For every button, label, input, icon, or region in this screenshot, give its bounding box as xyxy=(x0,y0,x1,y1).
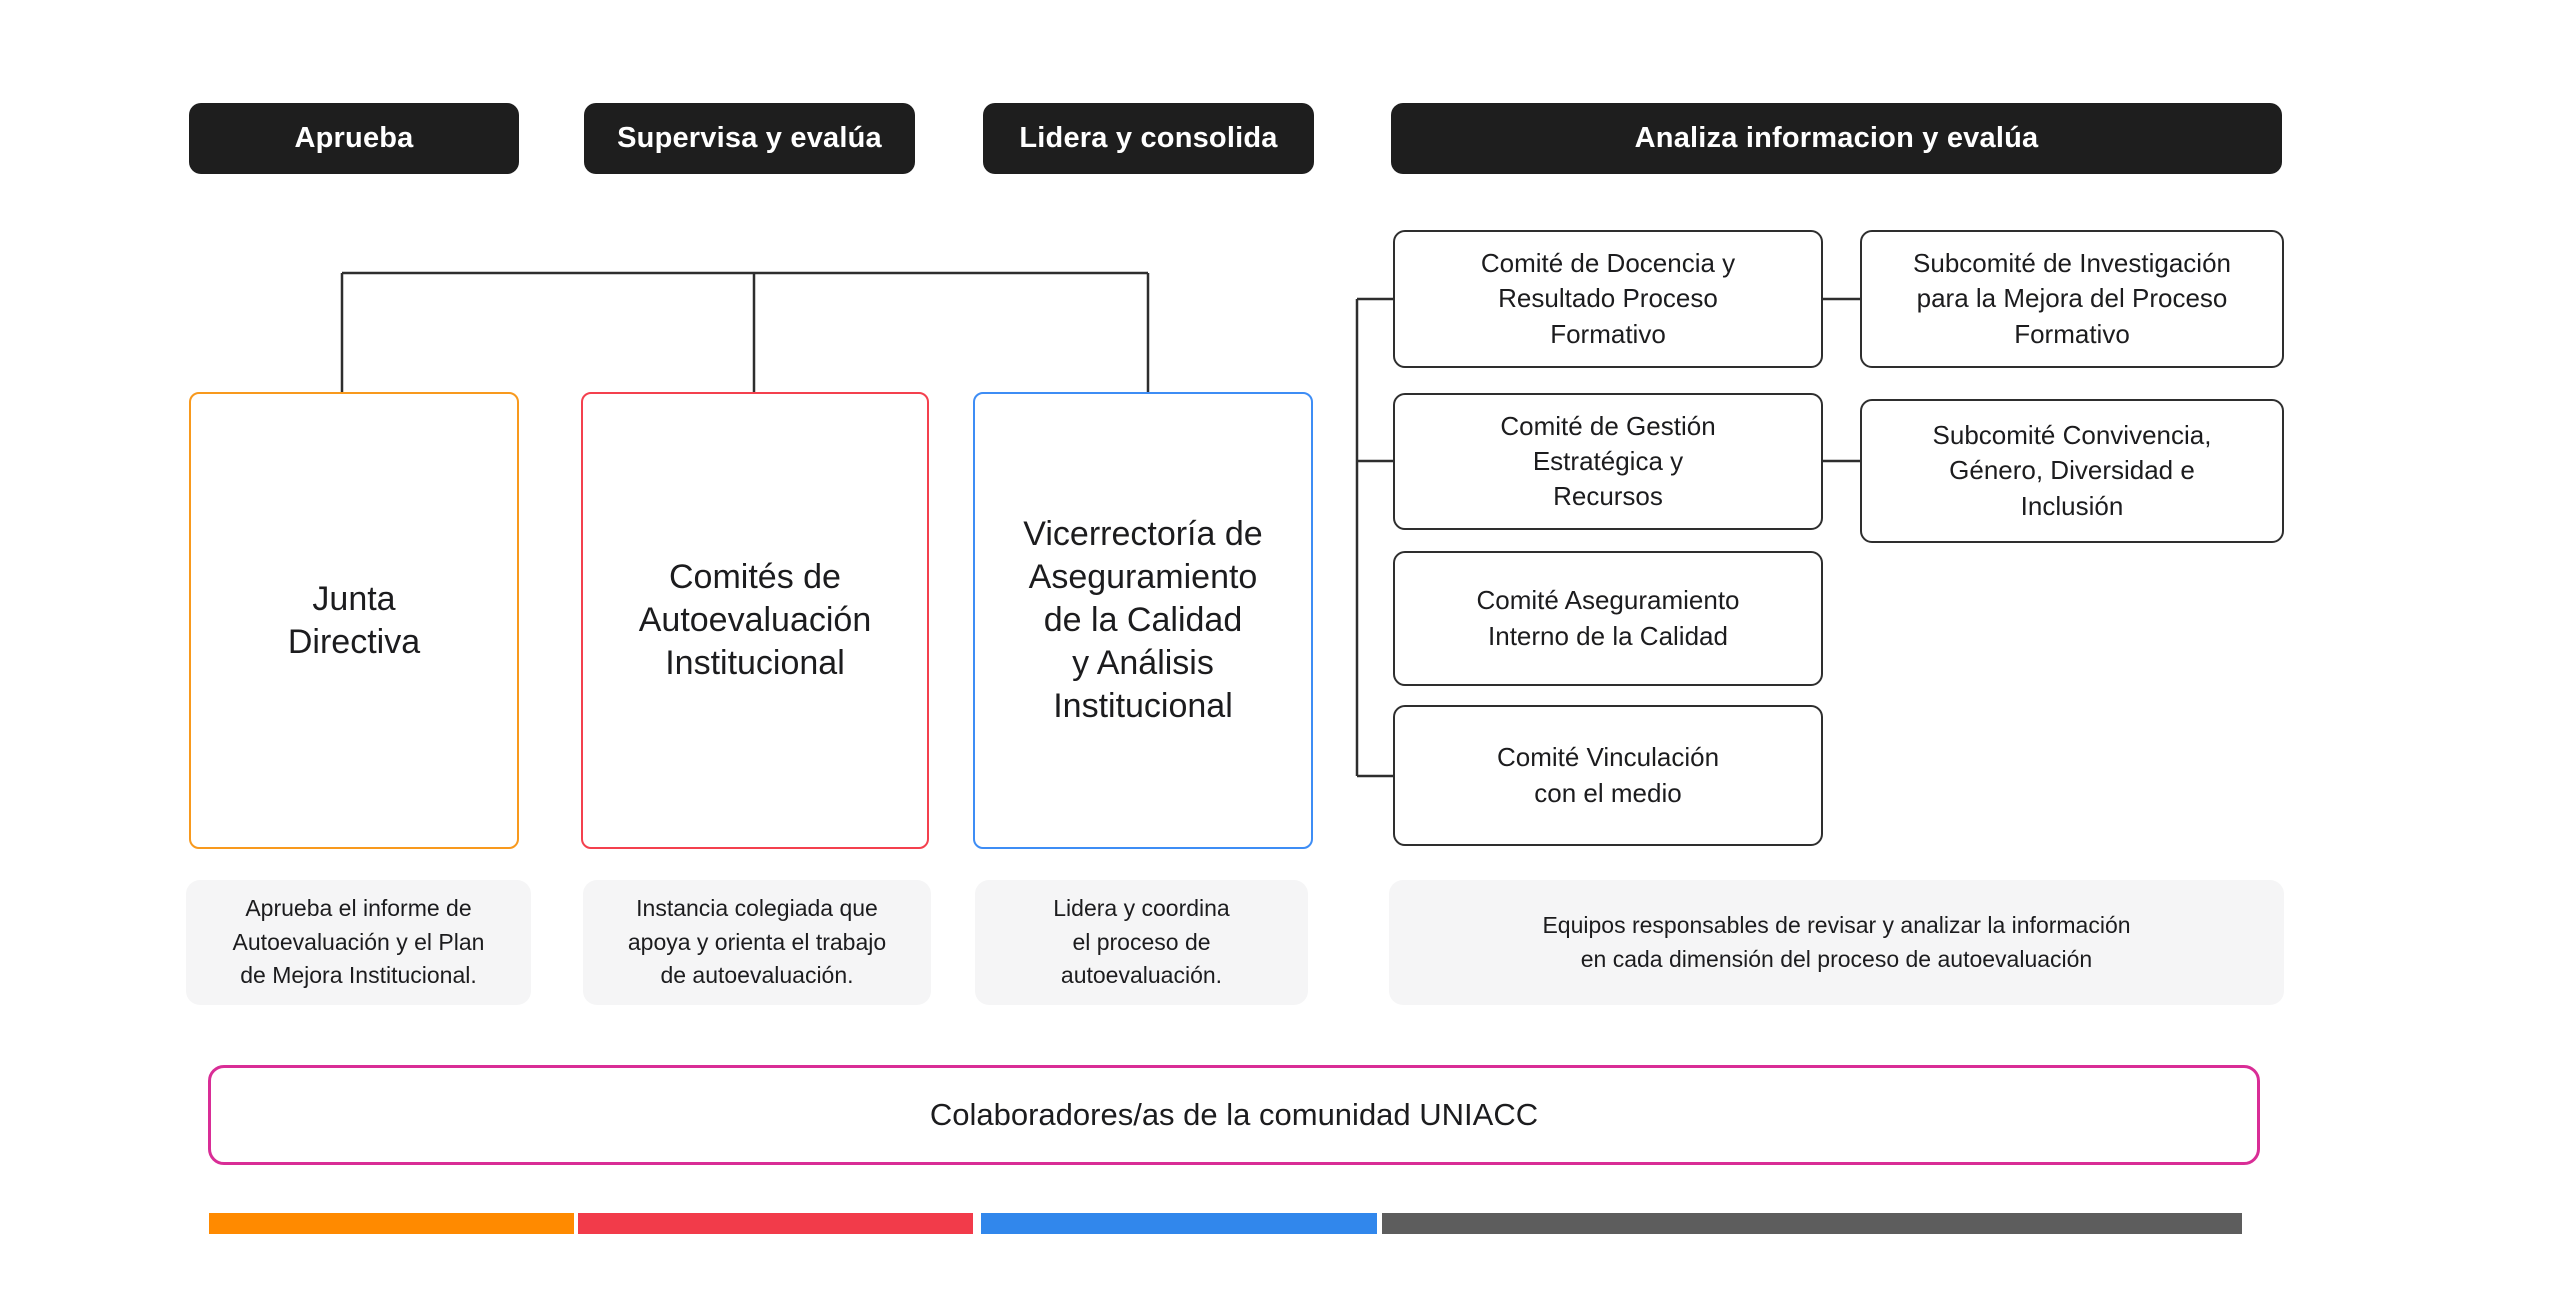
legend-bar-gray xyxy=(1382,1213,2242,1234)
box-comite-docencia: Comité de Docencia y Resultado Proceso F… xyxy=(1393,230,1823,368)
desc-junta-directiva: Aprueba el informe de Autoevaluación y e… xyxy=(186,880,531,1005)
pill-aprueba: Aprueba xyxy=(189,103,519,174)
box-comite-vinculacion: Comité Vinculación con el medio xyxy=(1393,705,1823,846)
legend-bar-orange xyxy=(209,1213,574,1234)
desc-comites-analisis: Equipos responsables de revisar y analiz… xyxy=(1389,880,2284,1005)
desc-vicerrectoria: Lidera y coordina el proceso de autoeval… xyxy=(975,880,1308,1005)
box-comite-gestion: Comité de Gestión Estratégica y Recursos xyxy=(1393,393,1823,530)
box-junta-directiva: Junta Directiva xyxy=(189,392,519,849)
legend-bar-blue xyxy=(981,1213,1377,1234)
pill-supervisa-evalua: Supervisa y evalúa xyxy=(584,103,915,174)
box-colaboradores-uniacc: Colaboradores/as de la comunidad UNIACC xyxy=(208,1065,2260,1165)
box-vicerrectoria-aseguramiento: Vicerrectoría de Aseguramiento de la Cal… xyxy=(973,392,1313,849)
pill-lidera-consolida: Lidera y consolida xyxy=(983,103,1314,174)
box-subcomite-convivencia: Subcomité Convivencia, Género, Diversida… xyxy=(1860,399,2284,543)
legend-bar-red xyxy=(578,1213,973,1234)
box-comite-aseguramiento: Comité Aseguramiento Interno de la Calid… xyxy=(1393,551,1823,686)
box-comites-autoevaluacion: Comités de Autoevaluación Institucional xyxy=(581,392,929,849)
desc-comites-autoevaluacion: Instancia colegiada que apoya y orienta … xyxy=(583,880,931,1005)
pill-analiza-informacion: Analiza informacion y evalúa xyxy=(1391,103,2282,174)
box-subcomite-investigacion: Subcomité de Investigación para la Mejor… xyxy=(1860,230,2284,368)
